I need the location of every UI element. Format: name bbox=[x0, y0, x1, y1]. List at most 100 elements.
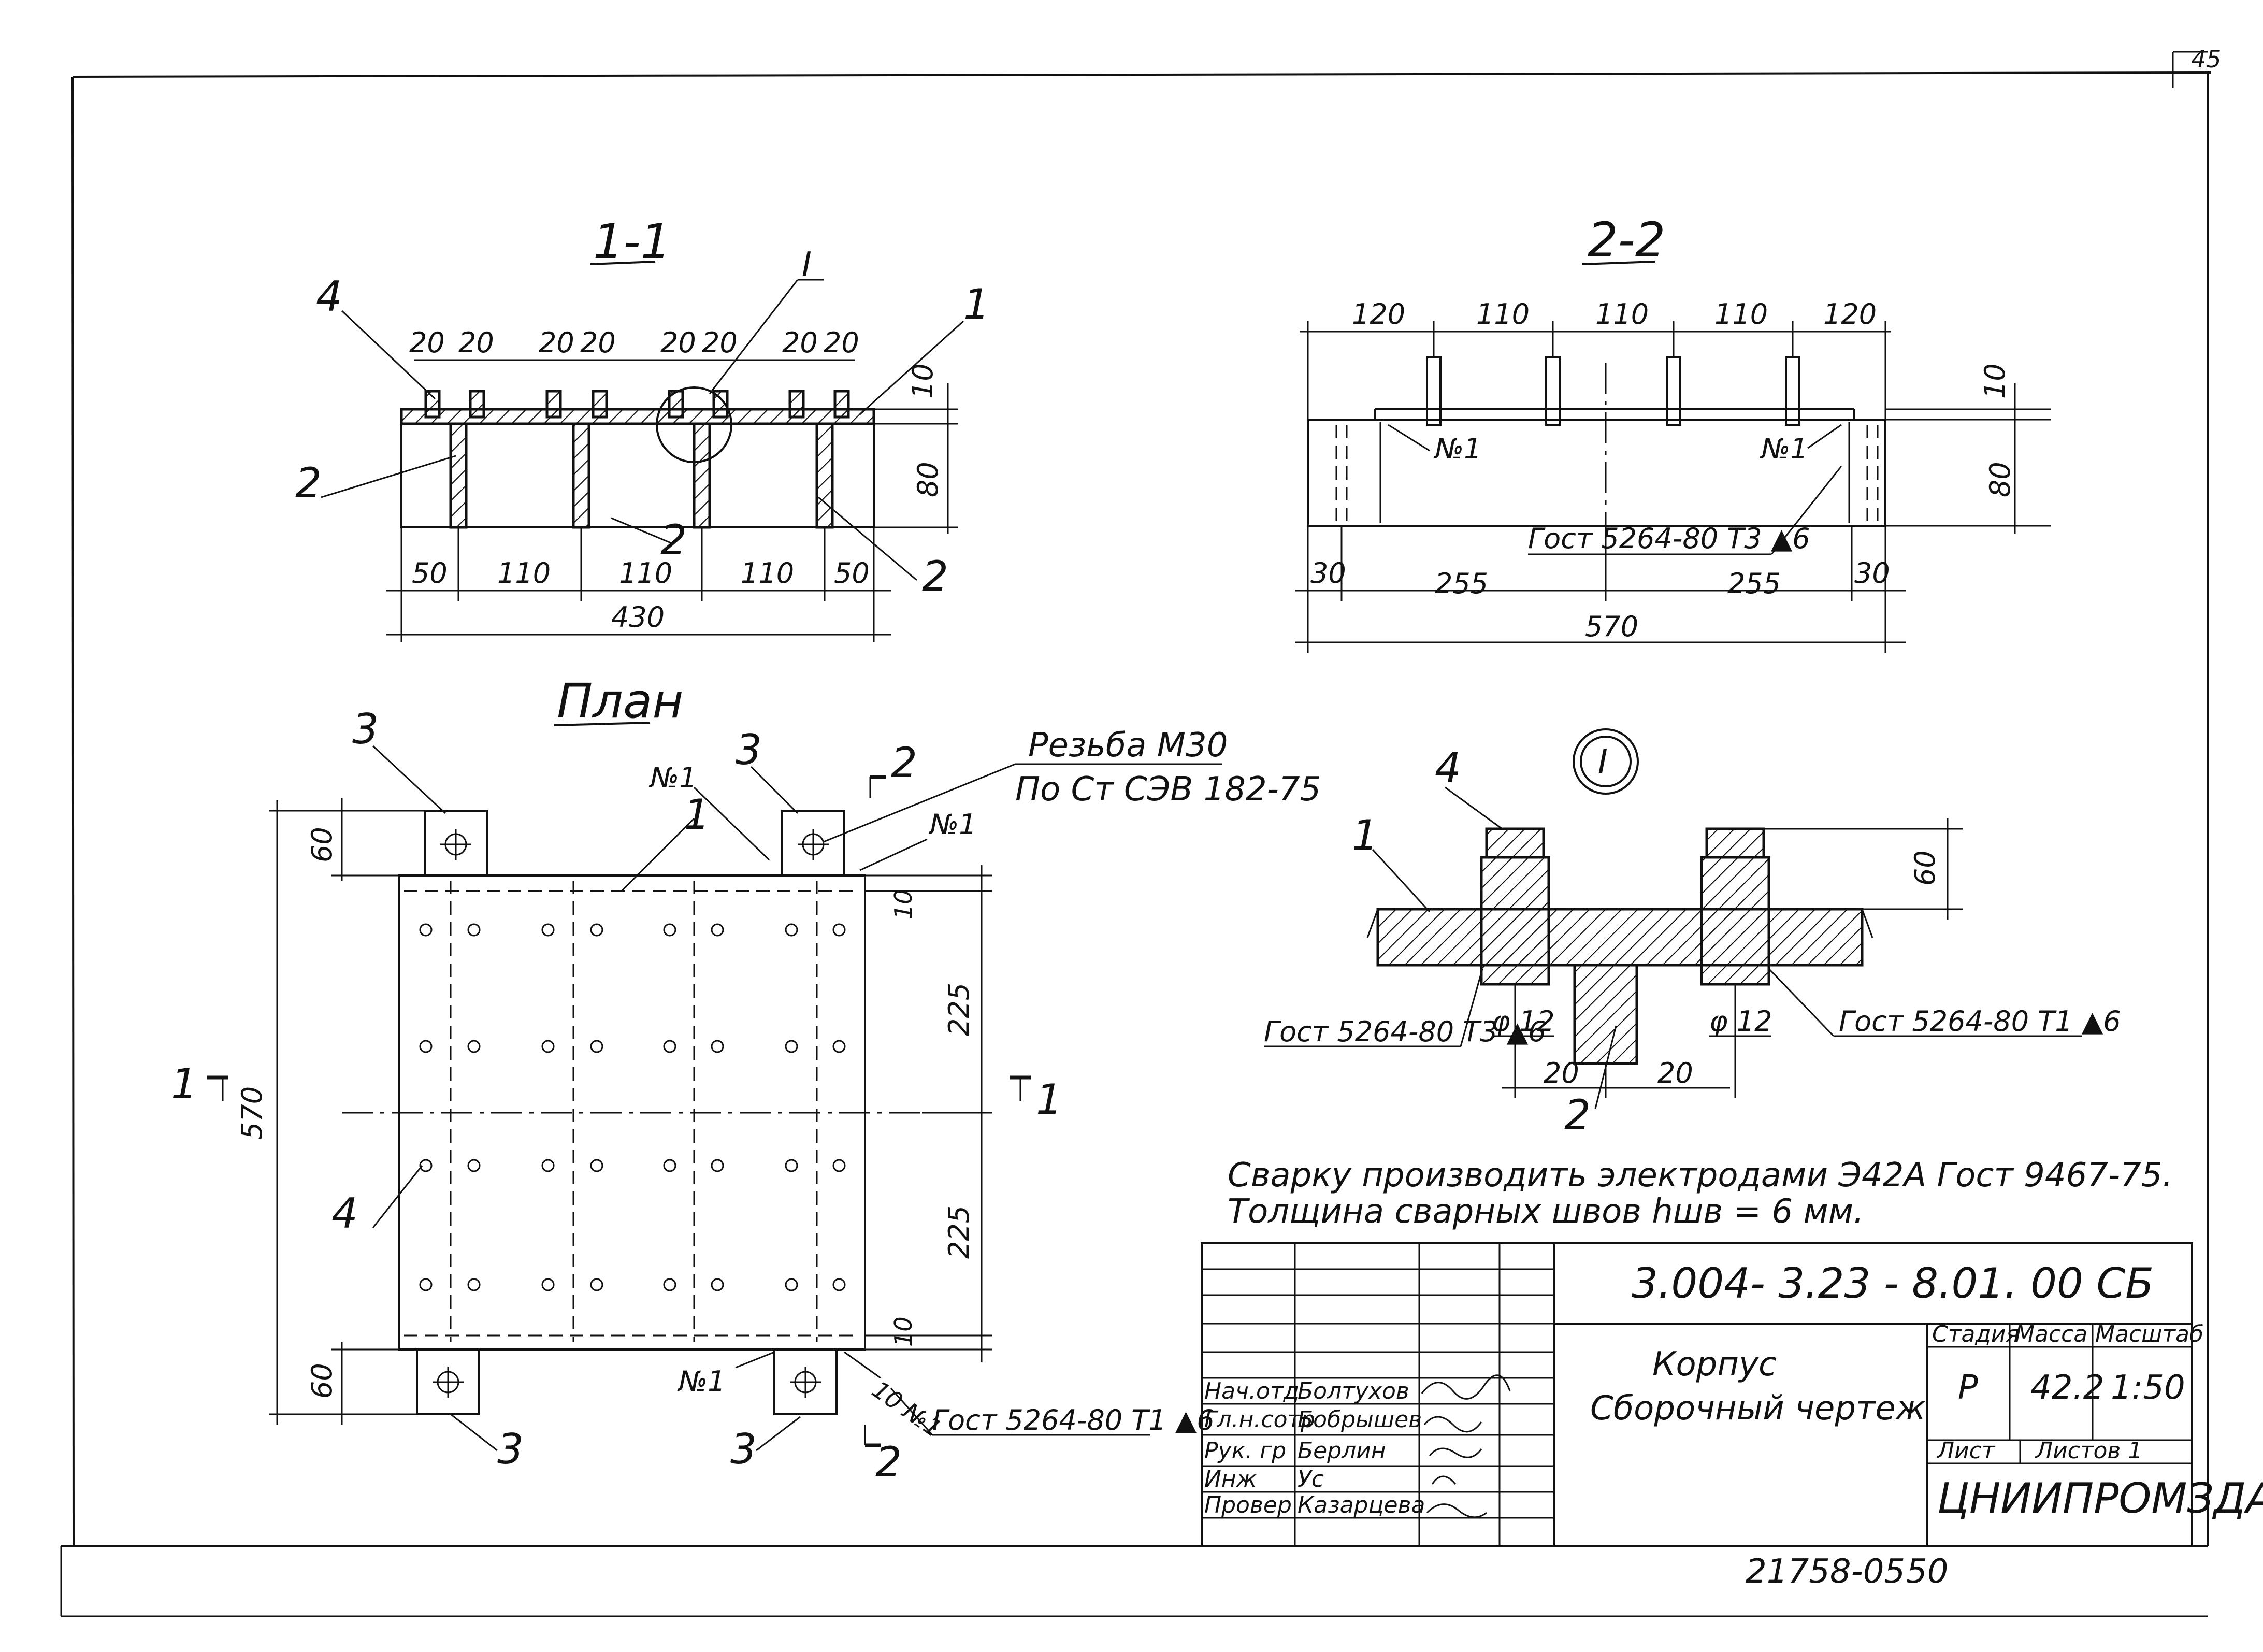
dim-label: 120 bbox=[1352, 298, 1405, 331]
dim-label: 10 bbox=[889, 889, 917, 920]
part-label: 3 bbox=[497, 1425, 524, 1473]
dim-label: 110 bbox=[1714, 298, 1768, 331]
section-2-2: 2-2 №1 №1 Гост 5264-80 Т3 ▲6 120 110 bbox=[1295, 212, 2051, 653]
signatory: Болтухов bbox=[1298, 1378, 1409, 1404]
detail-I: I 4 1 2 60 φ 12 φ 12 20 20 Гост 5264-80 bbox=[1264, 728, 2121, 1139]
signatory: Казарцева bbox=[1298, 1492, 1425, 1518]
archive-number: 21758-05 bbox=[1746, 1553, 1905, 1591]
part-label: 1 bbox=[1352, 811, 1378, 859]
scale-value: 1:50 bbox=[2111, 1369, 2185, 1407]
scale-header: Масштаб bbox=[2095, 1321, 2203, 1347]
dim-label: 50 bbox=[834, 557, 870, 590]
part-label: 2 bbox=[922, 552, 948, 600]
signature bbox=[1423, 1416, 1482, 1433]
drawing-name: Сборочный чертеж bbox=[1590, 1389, 1926, 1428]
dim-label: 20 bbox=[702, 326, 738, 359]
weld-note: Гост 5264-80 Т3 ▲6 bbox=[1264, 1015, 1546, 1048]
mass-value: 42.2 bbox=[2030, 1369, 2105, 1407]
section-mark: 2 bbox=[875, 1438, 902, 1486]
stage-header: Стадия bbox=[1932, 1321, 2020, 1347]
dim-label: 110 bbox=[619, 557, 672, 590]
section-mark: 1 bbox=[1036, 1075, 1062, 1124]
role: Рук. гр bbox=[1204, 1438, 1286, 1464]
dim-label: 60 bbox=[1909, 850, 1941, 886]
role: Инж bbox=[1204, 1466, 1257, 1492]
part-label: 3 bbox=[736, 726, 762, 774]
title-block: 3.004- 3.23 - 8.01. 00 СБ Корпус Сборочн… bbox=[1201, 1242, 2263, 1547]
weld-note: Гост 5264-80 Т3 ▲6 bbox=[1528, 522, 1810, 555]
dim-label: 30 bbox=[1310, 557, 1346, 590]
dim-label: 30 bbox=[1854, 557, 1890, 590]
part-label: 2 bbox=[295, 459, 322, 507]
dim-label: 120 bbox=[1823, 298, 1877, 331]
dim-label: 60 bbox=[306, 827, 338, 863]
weld-mark: №1 bbox=[928, 808, 977, 841]
signatory: Бобрышев bbox=[1298, 1406, 1422, 1433]
part-label: 1 bbox=[684, 791, 710, 839]
plan-view: План bbox=[171, 673, 1321, 1486]
sheets-label: Листов 1 bbox=[2035, 1438, 2142, 1464]
dim-label: 110 bbox=[1595, 298, 1649, 331]
weld-note: Гост 5264-80 Т1 ▲6 bbox=[1839, 1005, 2121, 1038]
section-mark: 2 bbox=[891, 739, 917, 787]
dim-label: 10 bbox=[906, 363, 939, 399]
dim-overall: 570 bbox=[1585, 610, 1638, 643]
drawing-code: 3.004- 3.23 - 8.01. 00 СБ bbox=[1632, 1259, 2154, 1308]
signatory: Берлин bbox=[1298, 1438, 1386, 1464]
thread-note: Резьба М30 bbox=[1028, 726, 1228, 765]
bolt-holes bbox=[419, 923, 846, 1291]
section-2-2-title: 2-2 bbox=[1588, 212, 1665, 268]
part-label: 2 bbox=[660, 516, 687, 564]
part-label: 3 bbox=[730, 1425, 757, 1473]
dim-label: 20 bbox=[409, 326, 445, 359]
dim-label: 20 bbox=[458, 326, 494, 359]
dim-label: 225 bbox=[943, 1205, 975, 1259]
part-label: 2 bbox=[1564, 1091, 1591, 1139]
signature bbox=[1426, 1503, 1487, 1518]
dim-label: 80 bbox=[912, 462, 944, 497]
dim-label: 20 bbox=[824, 326, 859, 359]
dim-label: 110 bbox=[741, 557, 794, 590]
dim-label: 225 bbox=[943, 983, 975, 1036]
dim-label: 10 bbox=[1979, 363, 2011, 399]
archive-page: 50 bbox=[1906, 1553, 1948, 1591]
detail-marker: I bbox=[1598, 743, 1608, 781]
dim-label: 20 bbox=[1657, 1057, 1693, 1089]
dim-label: 20 bbox=[580, 326, 616, 359]
dim-label: 110 bbox=[1476, 298, 1530, 331]
role: Гл.н.сотр bbox=[1204, 1406, 1315, 1433]
dim-label: φ 12 bbox=[1709, 1005, 1772, 1038]
page-number: 45 bbox=[2191, 45, 2222, 73]
section-mark: 1 bbox=[171, 1060, 197, 1108]
dim-label: 255 bbox=[1435, 567, 1488, 600]
stage-value: Р bbox=[1958, 1369, 1978, 1407]
dim-overall: 430 bbox=[611, 601, 665, 634]
organization: ЦНИИПРОМЗДАНИЙ bbox=[1937, 1474, 2263, 1522]
dim-label: 255 bbox=[1727, 567, 1781, 600]
dim-label: φ 12 bbox=[1492, 1005, 1555, 1038]
signature bbox=[1431, 1475, 1457, 1485]
weld-mark: №1 bbox=[677, 1365, 726, 1398]
signature bbox=[1429, 1447, 1482, 1458]
callout-I: I bbox=[802, 246, 812, 284]
signature bbox=[1421, 1374, 1511, 1400]
dim-label: 60 bbox=[306, 1363, 338, 1399]
dim-label: 20 bbox=[782, 326, 818, 359]
weld-mark: №1 bbox=[1760, 433, 1808, 465]
mass-header: Масса bbox=[2015, 1321, 2087, 1347]
part-label: 4 bbox=[316, 272, 342, 321]
dim-label: 20 bbox=[660, 326, 696, 359]
dim-label: 20 bbox=[539, 326, 574, 359]
section-1-1: 1-1 I 4 1 2 2 2 20 bbox=[295, 214, 990, 642]
note-line: Толщина сварных швов hшв = 6 мм. bbox=[1228, 1193, 1864, 1231]
weld-mark: №1 bbox=[1433, 433, 1482, 465]
sheet-label: Лист bbox=[1936, 1438, 1996, 1464]
thread-note: По Ст СЭВ 182-75 bbox=[1015, 770, 1321, 809]
dim-label: 570 bbox=[236, 1086, 268, 1140]
signatory: Ус bbox=[1298, 1466, 1324, 1492]
role: Провер bbox=[1204, 1492, 1292, 1518]
part-label: 1 bbox=[963, 280, 990, 328]
role: Нач.отд bbox=[1204, 1378, 1299, 1404]
